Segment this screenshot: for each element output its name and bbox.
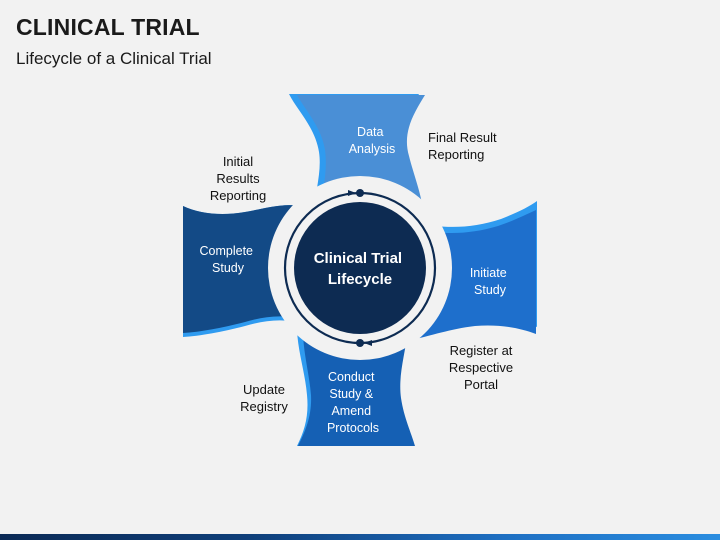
stage-label-line: Study (474, 283, 507, 297)
annotation-initial-results-reporting: Initial Results Reporting (209, 154, 267, 203)
annotation-final-result-reporting: Final Result Reporting (428, 130, 497, 162)
stage-label-line: Analysis (349, 142, 396, 156)
stage-label-line: Initiate (470, 266, 507, 280)
ring-dot-top (356, 189, 364, 197)
center-node: Clinical Trial Lifecycle (268, 176, 452, 360)
page-subtitle: Lifecycle of a Clinical Trial (16, 49, 212, 68)
stage-label-line: Amend (331, 404, 371, 418)
stage-label-line: Data (357, 125, 383, 139)
page-title: CLINICAL TRIAL (16, 14, 200, 40)
center-label-line1: Clinical Trial (314, 250, 402, 267)
stage-label-line: Study (212, 261, 245, 275)
stage-shape (298, 330, 415, 446)
ring-arrow-bottom (364, 340, 372, 346)
stage-label-line: Complete (200, 244, 254, 258)
ring-arrow-top (348, 190, 356, 196)
stage-label: Conduct Study & Amend Protocols (327, 370, 379, 435)
stage-label: Data Analysis (349, 125, 396, 156)
center-label-line2: Lifecycle (328, 271, 392, 288)
annotation-update-registry: Update Registry (240, 382, 288, 414)
annotation-register-portal: Register at Respective Portal (448, 343, 514, 392)
stage-label-line: Protocols (327, 421, 379, 435)
ring-dot-bottom (356, 339, 364, 347)
stage-conduct-study: Conduct Study & Amend Protocols (297, 330, 415, 446)
bottom-accent-bar (0, 534, 720, 540)
center-label: Clinical Trial Lifecycle (314, 250, 407, 288)
center-disc (294, 202, 426, 334)
stage-label-line: Study & (329, 387, 373, 401)
stage-label: Initiate Study (470, 266, 510, 297)
stage-label: Complete Study (200, 244, 257, 275)
stage-label-line: Conduct (328, 370, 375, 384)
